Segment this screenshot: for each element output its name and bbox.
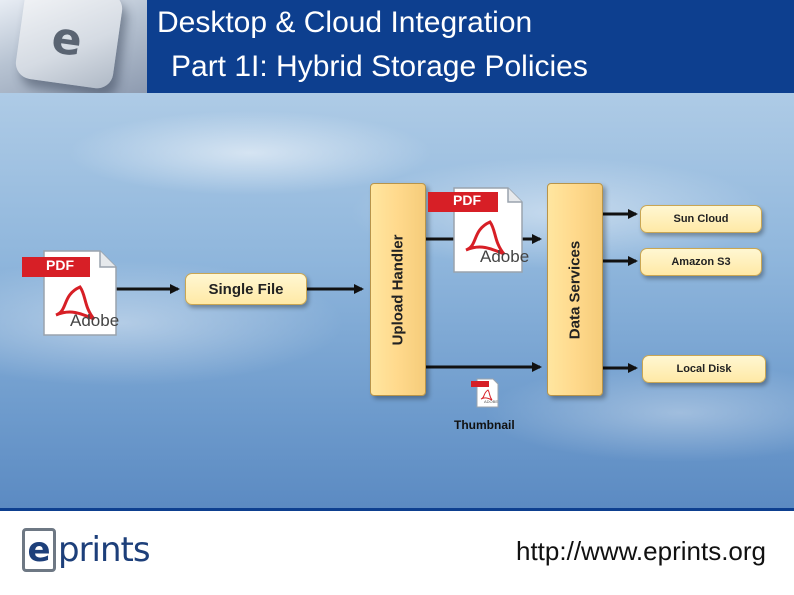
upload-handler-label: Upload Handler (389, 234, 407, 345)
eprints-key-logo: e (0, 0, 147, 93)
slide-title: Desktop & Cloud Integration Part 1I: Hyb… (147, 0, 794, 93)
adobe-label: Adobe (480, 247, 530, 266)
single-file-box: Single File (185, 273, 307, 305)
local-disk-box: Local Disk (642, 355, 766, 383)
adobe-label: Adobe (70, 311, 120, 330)
footer-divider (0, 508, 794, 511)
data-services-box: Data Services (547, 183, 603, 396)
eprints-logo-text: prints (58, 530, 151, 570)
eprints-logo: e prints (22, 525, 151, 575)
upload-handler-box: Upload Handler (370, 183, 426, 396)
header-bar: e Desktop & Cloud Integration Part 1I: H… (0, 0, 794, 93)
thumbnail-pdf-icon: ADOBE (471, 378, 499, 413)
pdf-tag: PDF (46, 257, 74, 273)
thumbnail-adobe-label: ADOBE (484, 399, 499, 404)
title-line-1: Desktop & Cloud Integration (157, 6, 533, 39)
amazon-s3-box: Amazon S3 (640, 248, 762, 276)
data-services-label: Data Services (566, 240, 584, 339)
pdf-document-icon: PDF Adobe (428, 186, 529, 279)
pdf-document-icon: PDF Adobe (22, 249, 120, 342)
footer (0, 511, 794, 595)
eprints-logo-e: e (22, 528, 56, 572)
footer-url: http://www.eprints.org (516, 536, 766, 566)
title-line-2: Part 1I: Hybrid Storage Policies (171, 50, 588, 83)
pdf-tag: PDF (453, 192, 481, 208)
sun-cloud-box: Sun Cloud (640, 205, 762, 233)
thumbnail-label: Thumbnail (454, 418, 515, 432)
